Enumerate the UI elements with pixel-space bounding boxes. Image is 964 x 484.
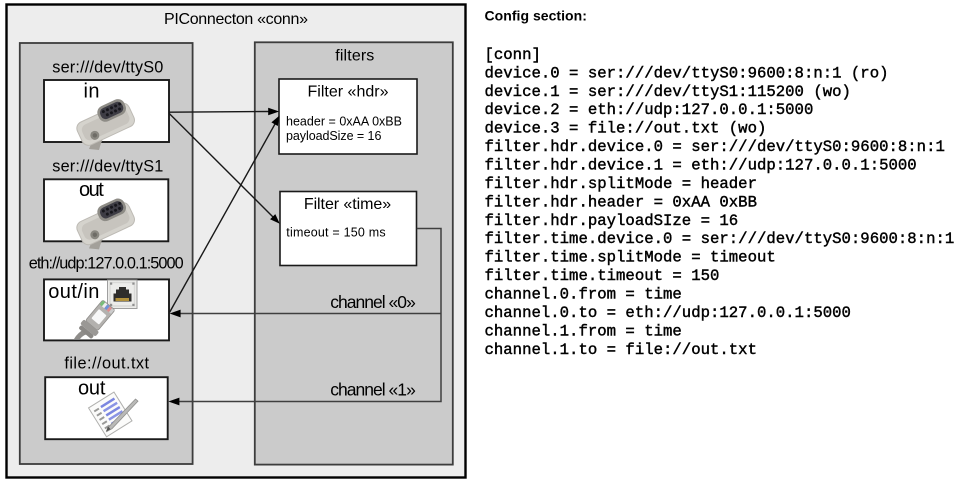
svg-text:device.2 = eth://udp:127.0.0.1: device.2 = eth://udp:127.0.0.1:5000	[485, 101, 814, 119]
svg-text:file://out.txt: file://out.txt	[64, 355, 149, 373]
svg-text:filter.hdr.header = 0xAA 0xBB: filter.hdr.header = 0xAA 0xBB	[485, 193, 757, 211]
svg-text:device.3 = file://out.txt (wo): device.3 = file://out.txt (wo)	[485, 120, 767, 138]
svg-text:filter.hdr.splitMode = header: filter.hdr.splitMode = header	[485, 175, 757, 193]
svg-text:eth://udp:127.0.0.1:5000: eth://udp:127.0.0.1:5000	[29, 254, 184, 272]
svg-text:out/in: out/in	[48, 281, 99, 303]
svg-text:filters: filters	[335, 47, 374, 64]
svg-text:header = 0xAA 0xBB: header = 0xAA 0xBB	[286, 114, 402, 128]
svg-text:channel.1.to = file://out.txt: channel.1.to = file://out.txt	[485, 341, 757, 359]
svg-text:channel.1.from = time: channel.1.from = time	[485, 322, 682, 340]
svg-text:channel «0»: channel «0»	[330, 292, 416, 312]
svg-text:filter.hdr.device.1 = eth://ud: filter.hdr.device.1 = eth://udp:127.0.0.…	[485, 157, 917, 175]
svg-text:PIConnecton «conn»: PIConnecton «conn»	[164, 11, 308, 28]
svg-text:filter.time.device.0 = ser:///: filter.time.device.0 = ser:///dev/ttyS0:…	[485, 230, 955, 248]
svg-text:channel.0.from = time: channel.0.from = time	[485, 286, 682, 304]
svg-text:[conn]: [conn]	[485, 46, 541, 64]
svg-text:device.1 = ser:///dev/ttyS1:11: device.1 = ser:///dev/ttyS1:115200 (wo)	[485, 83, 851, 101]
svg-text:filter.time.splitMode = timeou: filter.time.splitMode = timeout	[485, 249, 776, 267]
svg-text:Filter «hdr»: Filter «hdr»	[308, 84, 389, 101]
svg-text:timeout = 150 ms: timeout = 150 ms	[286, 226, 385, 240]
svg-text:payloadSize = 16: payloadSize = 16	[286, 129, 381, 143]
svg-text:filter.hdr.device.0 = ser:///d: filter.hdr.device.0 = ser:///dev/ttyS0:9…	[485, 138, 945, 156]
svg-text:ser:///dev/ttyS0: ser:///dev/ttyS0	[52, 59, 163, 77]
svg-text:ser:///dev/ttyS1: ser:///dev/ttyS1	[52, 158, 163, 176]
svg-text:channel.0.to = eth://udp:127.0: channel.0.to = eth://udp:127.0.0.1:5000	[485, 304, 851, 322]
svg-text:filter.time.timeout = 150: filter.time.timeout = 150	[485, 267, 720, 285]
svg-text:channel «1»: channel «1»	[330, 379, 416, 399]
svg-text:in: in	[84, 81, 100, 103]
svg-text:Config section:: Config section:	[485, 8, 587, 24]
svg-text:out: out	[79, 179, 104, 201]
svg-text:filter.hdr.payloadSIze = 16: filter.hdr.payloadSIze = 16	[485, 212, 739, 230]
svg-text:device.0 = ser:///dev/ttyS0:96: device.0 = ser:///dev/ttyS0:9600:8:n:1 (…	[485, 64, 889, 82]
svg-text:Filter «time»: Filter «time»	[304, 196, 391, 213]
svg-text:out: out	[78, 378, 106, 400]
